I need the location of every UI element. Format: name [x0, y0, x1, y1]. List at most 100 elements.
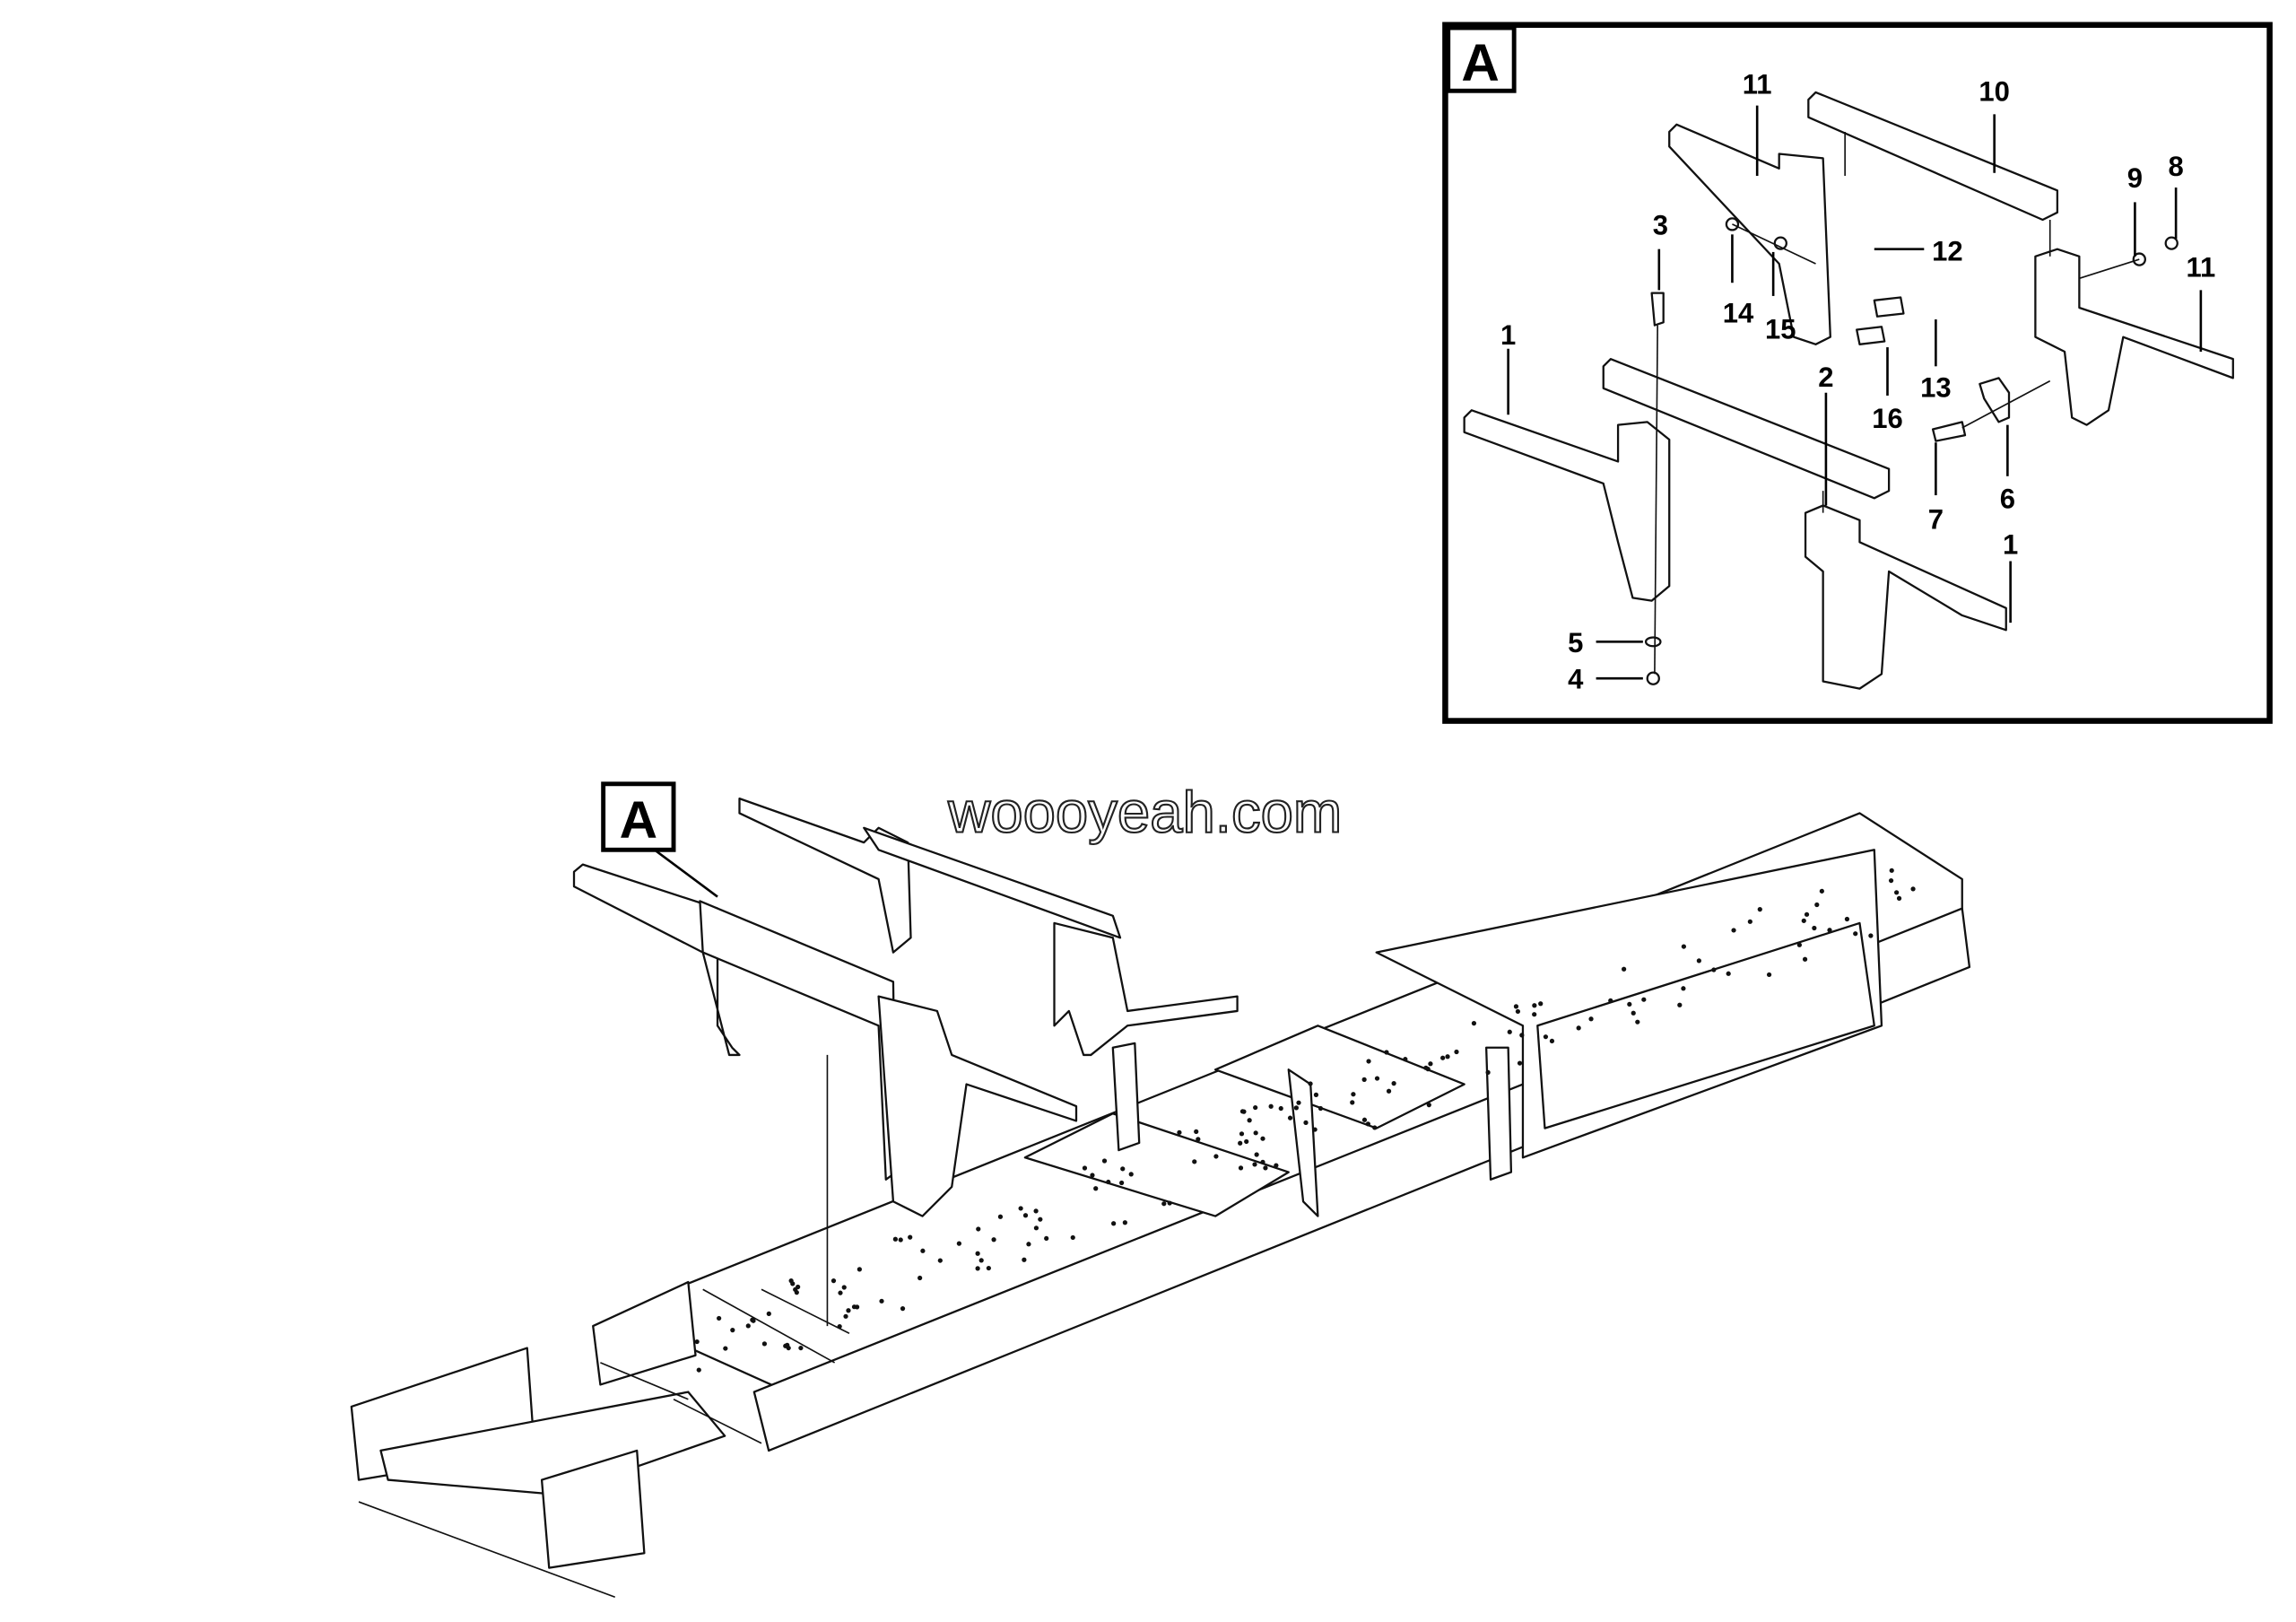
front-rod	[358, 1501, 615, 1599]
callout-11: 11	[2186, 252, 2215, 283]
rivet-hole	[783, 1343, 788, 1348]
rivet-hole	[1120, 1166, 1126, 1172]
rivet-hole	[1366, 1059, 1371, 1064]
rivet-hole	[1213, 1154, 1219, 1159]
rivet-hole	[1403, 1057, 1408, 1062]
rivet-hole	[1804, 911, 1810, 917]
rivet-hole	[976, 1226, 981, 1232]
rivet-hole	[1093, 1186, 1099, 1191]
rivet-hole	[1819, 888, 1824, 894]
front-cross-member	[379, 1391, 726, 1496]
rivet-hole	[1070, 1234, 1075, 1241]
rivet-hole	[1827, 928, 1832, 933]
rivet-hole	[1252, 1162, 1257, 1167]
rivet-hole	[1274, 1163, 1279, 1168]
bracket-11-right	[1053, 921, 1239, 1057]
rivet-hole	[1260, 1136, 1265, 1141]
rivet-hole	[857, 1267, 862, 1272]
rivet-hole	[1726, 971, 1731, 976]
rivet-hole	[1485, 1069, 1491, 1075]
callout-4: 4	[1568, 664, 1584, 695]
rivet-hole	[1532, 1012, 1537, 1017]
rivet-hole	[1386, 1088, 1392, 1094]
rivet-hole	[1814, 902, 1820, 908]
rivet-hole	[761, 1341, 768, 1347]
rivet-hole	[1196, 1137, 1201, 1142]
rivet-hole	[790, 1281, 796, 1286]
rivet-hole	[1111, 1221, 1117, 1226]
rivet-hole	[1106, 1179, 1111, 1185]
rivet-hole	[1082, 1165, 1088, 1171]
rivet-hole	[1033, 1225, 1039, 1231]
rivet-hole	[1677, 1002, 1683, 1007]
rivet-hole	[730, 1328, 735, 1333]
rivet-hole	[1263, 1165, 1268, 1171]
part-1-left-bracket	[1463, 409, 1671, 602]
rivet-holes	[694, 868, 1916, 1373]
rivet-hole	[1757, 906, 1762, 912]
rivet-hole	[1241, 1109, 1247, 1114]
bracket-1-left	[572, 863, 741, 1057]
rivet-hole	[1119, 1180, 1125, 1186]
rivet-hole	[1090, 1173, 1095, 1178]
rivet-hole	[1254, 1152, 1259, 1157]
callout-9: 9	[2127, 162, 2143, 194]
rivet-hole	[1161, 1201, 1167, 1207]
rivet-hole	[1471, 1021, 1477, 1026]
cross-member	[1023, 1112, 1290, 1217]
callout-3: 3	[1653, 209, 1668, 240]
rivet-hole	[745, 1323, 751, 1329]
rivet-hole	[1681, 944, 1686, 949]
rivet-hole	[1747, 919, 1752, 924]
callout-15: 15	[1765, 313, 1796, 344]
rivet-hole	[1238, 1140, 1243, 1146]
rivet-hole	[1507, 1029, 1512, 1034]
rivet-hole	[766, 1311, 771, 1316]
rivet-hole	[975, 1251, 980, 1256]
front-bracket	[540, 1449, 646, 1569]
rivet-hole	[750, 1317, 755, 1322]
rivet-hole	[1641, 997, 1647, 1002]
rivet-hole	[851, 1304, 857, 1310]
leader-lines	[1507, 105, 2203, 680]
rivet-hole	[1018, 1206, 1023, 1211]
rivet-hole	[1532, 1003, 1537, 1008]
rivet-hole	[794, 1290, 799, 1295]
rivet-hole	[908, 1234, 913, 1240]
rivet-hole	[1192, 1159, 1197, 1164]
callout-5: 5	[1568, 627, 1583, 658]
rivet-hole	[1889, 868, 1894, 873]
part-13-bolt	[1873, 296, 1905, 318]
rivet-hole	[1167, 1200, 1172, 1206]
rivet-hole	[1365, 1121, 1370, 1127]
rear-side-plate	[1536, 921, 1875, 1129]
rivet-hole	[1268, 1103, 1274, 1109]
cross-beam-10	[863, 826, 1122, 939]
rivet-hole	[1128, 1172, 1134, 1177]
bracket-11-left	[738, 797, 912, 954]
rivet-hole	[1391, 1081, 1396, 1086]
rivet-hole	[1588, 1016, 1594, 1022]
rivet-hole	[1576, 1025, 1581, 1031]
callout-16: 16	[1872, 403, 1902, 434]
part-11-upper-bracket	[1668, 123, 1831, 345]
rivet-hole	[978, 1258, 984, 1263]
callout-12: 12	[1932, 236, 1962, 267]
rivet-hole	[1731, 928, 1736, 933]
rivet-hole	[1681, 986, 1686, 991]
part-10-cross-beam	[1807, 91, 2059, 222]
rivet-hole	[1038, 1216, 1043, 1222]
rivet-hole	[1247, 1118, 1252, 1123]
rivet-hole	[879, 1298, 884, 1304]
detail-inset-a: A	[1442, 22, 2273, 724]
rivet-hole	[1022, 1257, 1027, 1262]
rivet-hole	[831, 1278, 837, 1284]
rivet-hole	[1351, 1092, 1356, 1097]
part-16-bolt	[1856, 326, 1886, 345]
rivet-hole	[1318, 1105, 1324, 1112]
part-7-bolt	[1931, 421, 1967, 442]
rivet-hole	[1026, 1242, 1031, 1247]
rivet-hole	[1312, 1127, 1318, 1132]
rivet-hole	[1308, 1081, 1313, 1086]
